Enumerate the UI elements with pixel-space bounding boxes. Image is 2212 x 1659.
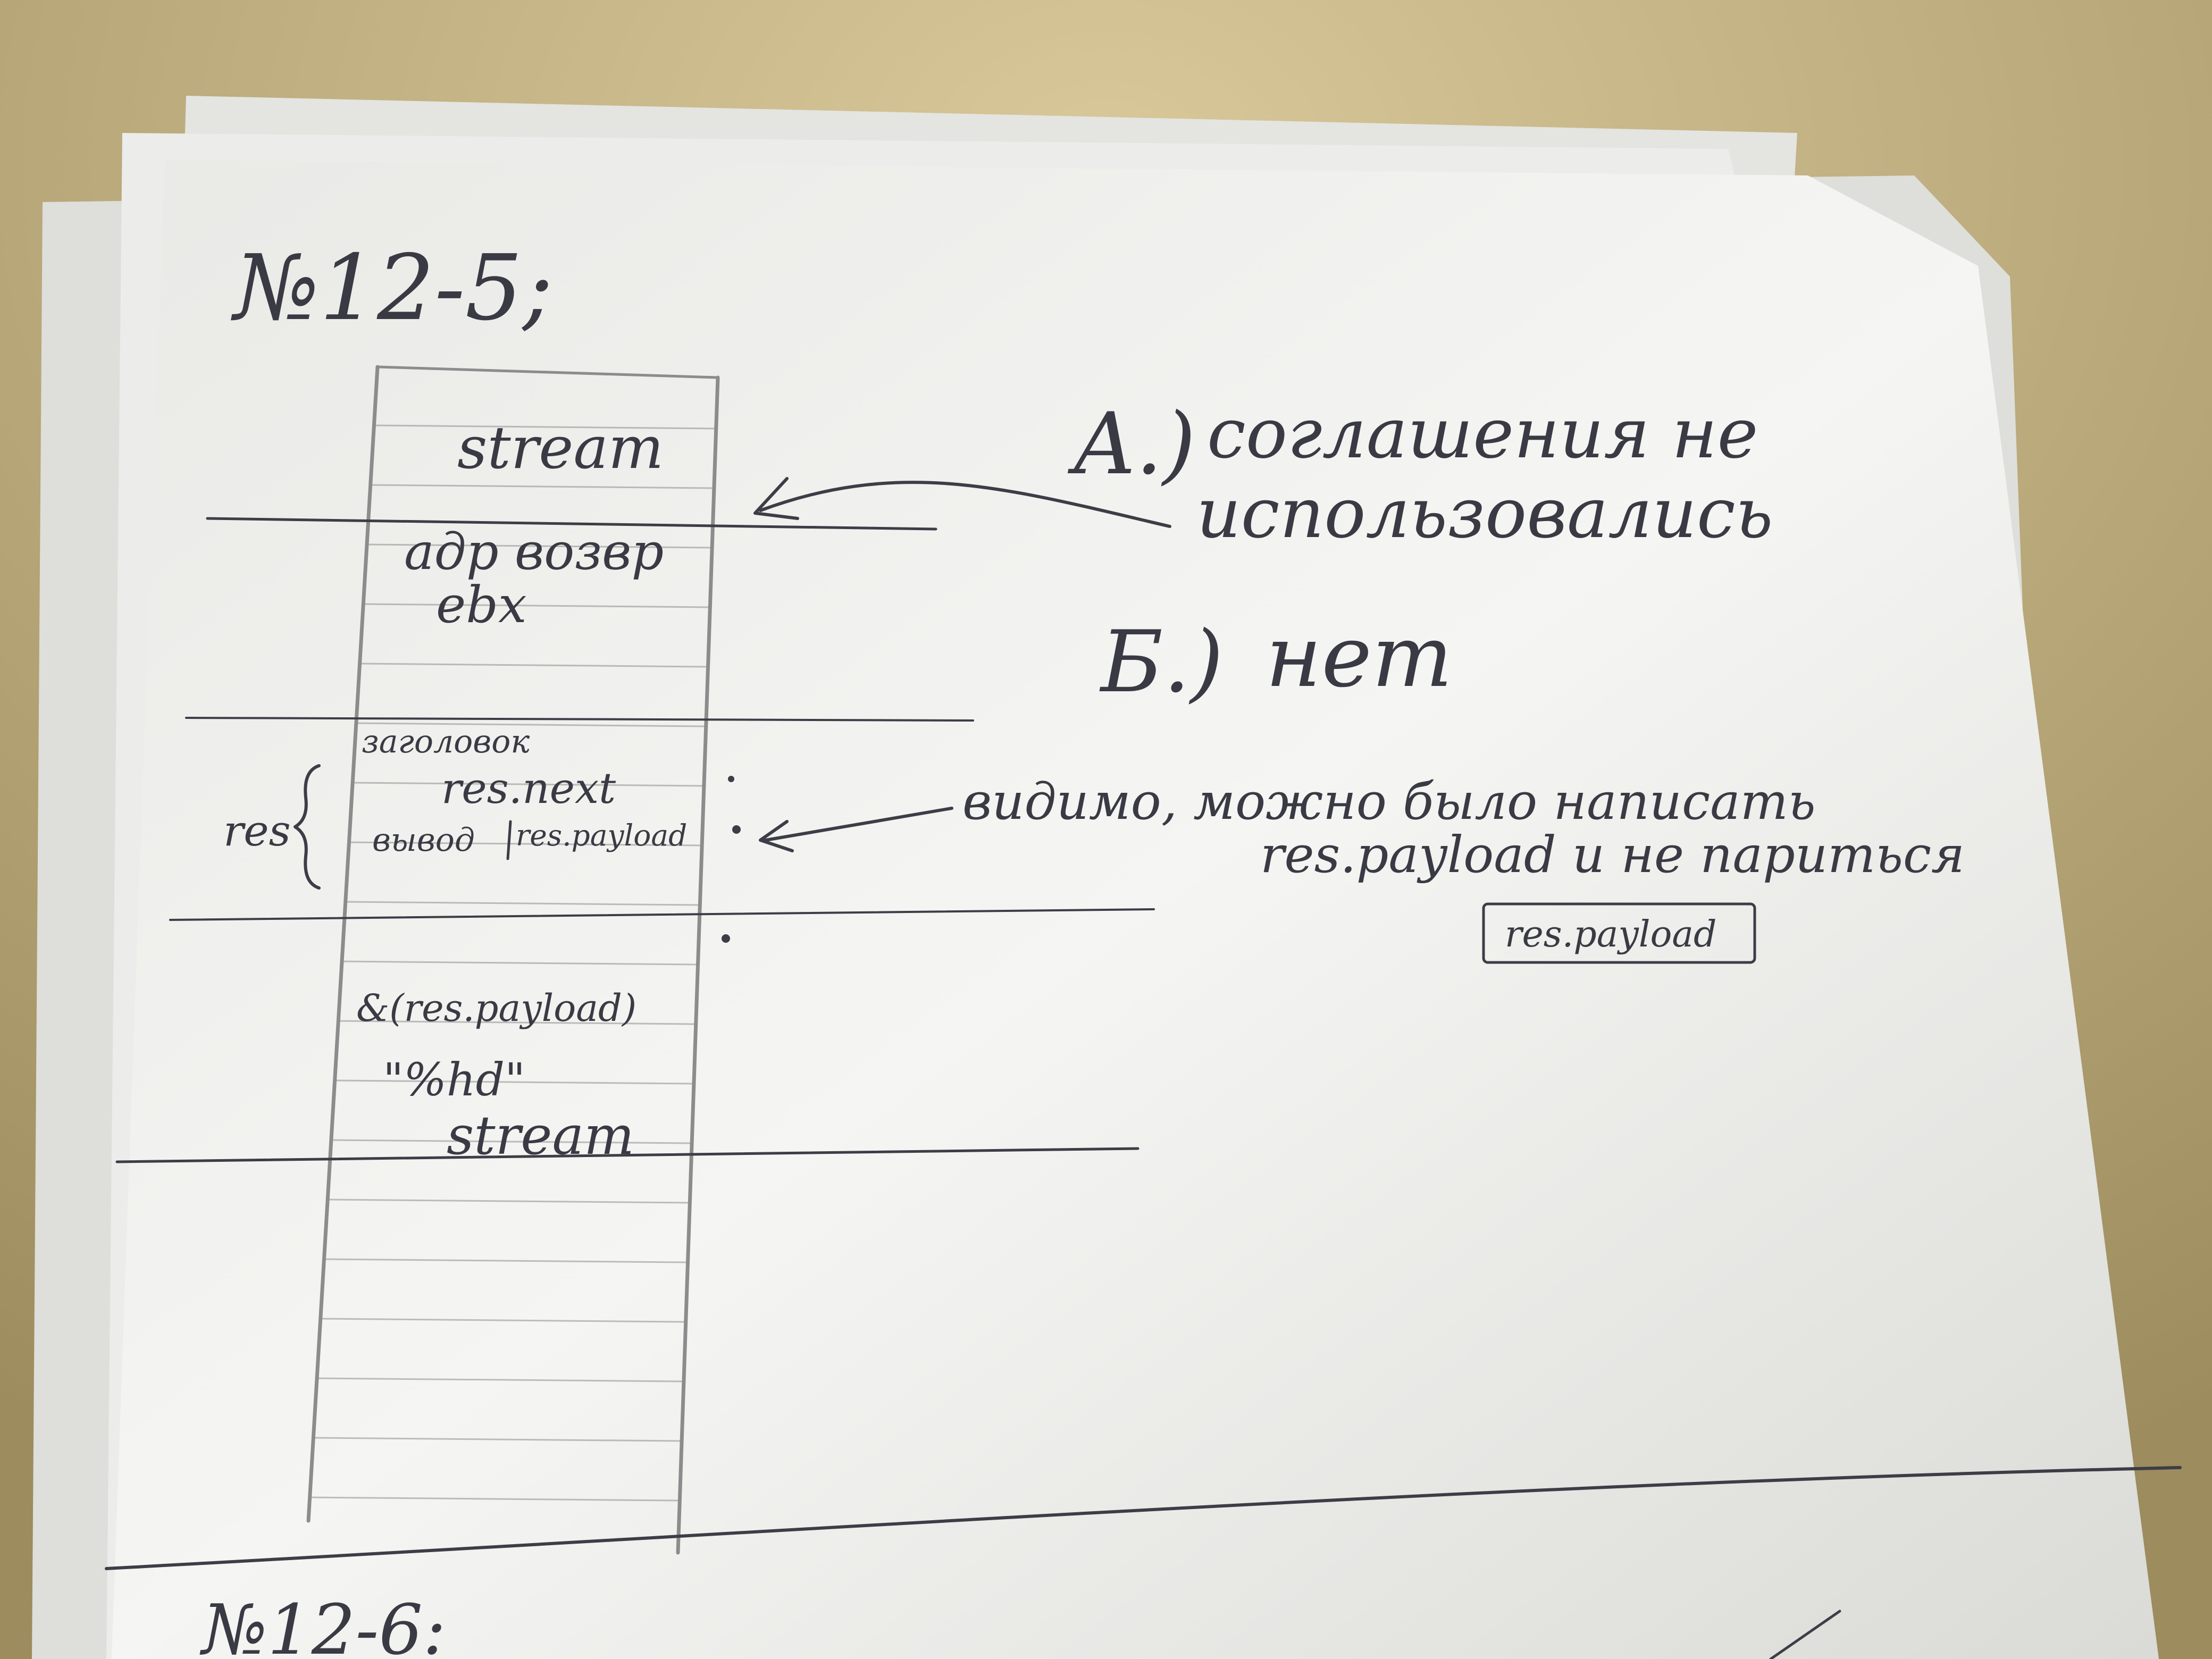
remark-line-2: res.payload и не париться xyxy=(1260,826,1965,884)
ruled-line xyxy=(345,901,700,906)
ruled-line xyxy=(326,1199,690,1204)
stack-cell-res-next: res.next xyxy=(441,764,616,813)
brace-icon xyxy=(294,764,321,890)
boxed-note-text: res.payload xyxy=(1505,914,1717,956)
stack-right-border xyxy=(676,375,720,1555)
stack-top-border xyxy=(376,365,719,379)
ruled-line xyxy=(316,1377,684,1382)
dot-marker-1 xyxy=(732,825,741,834)
answer-a-line-1: соглашения не xyxy=(1207,393,1758,474)
stack-cell-stream-bottom: stream xyxy=(447,1104,634,1167)
stack-cell-format-string: "%hd" xyxy=(383,1054,525,1107)
ruled-line xyxy=(348,841,702,847)
stack-cells: stream адр возвр ebx заголовок res.next … xyxy=(356,414,687,1167)
dot-marker-3 xyxy=(728,776,734,782)
bottom-separator xyxy=(105,1466,2182,1570)
ruled-line xyxy=(323,1258,688,1263)
ruled-line xyxy=(309,1496,680,1502)
frame-separator-3 xyxy=(169,908,1155,921)
ruled-line xyxy=(373,424,717,430)
answers: A.) соглашения не использовались Б.) нет xyxy=(1067,393,1773,711)
arrow-a-icon xyxy=(759,481,1171,528)
ruled-line xyxy=(355,722,707,727)
bottom-problem-number: №12-6: xyxy=(199,1589,446,1659)
arrow-remark-icon xyxy=(764,807,953,842)
ruled-line xyxy=(359,663,709,668)
ruled-line xyxy=(351,782,705,787)
frame-separator-2 xyxy=(185,717,974,722)
ruled-line xyxy=(320,1318,686,1323)
stack-cell-return-address: адр возвр xyxy=(404,523,664,581)
res-brace-group: res xyxy=(223,764,321,890)
stack-cell-address-of-payload: &(res.payload) xyxy=(356,986,636,1030)
frame-separator-4 xyxy=(115,1147,1139,1163)
answer-a-line-2: использовались xyxy=(1196,473,1773,554)
bottom-pen-stroke xyxy=(1769,1610,1841,1659)
ruled-line xyxy=(366,543,713,549)
stack-ruled-lines xyxy=(309,424,717,1502)
stack-cell-header: заголовок xyxy=(362,723,530,760)
ruled-line xyxy=(362,603,711,608)
stack-cell-ebx: ebx xyxy=(436,576,527,634)
ruled-line xyxy=(330,1139,692,1144)
answer-b-text: нет xyxy=(1266,607,1453,706)
stack-diagram xyxy=(115,365,1155,1555)
frame-separator-1 xyxy=(206,517,937,531)
stack-cell-stream-top: stream xyxy=(457,414,664,482)
remark-line-1: видимо, можно было написать xyxy=(962,773,1816,831)
answer-b-label: Б.) xyxy=(1099,612,1224,711)
ruled-line xyxy=(334,1079,694,1085)
boxed-note-frame xyxy=(1482,902,1756,964)
ruled-line xyxy=(370,484,715,489)
remark: видимо, можно было написать res.payload … xyxy=(962,773,1965,964)
dot-marker-2 xyxy=(722,934,730,943)
ruled-line xyxy=(341,960,698,966)
stack-cell-output: вывод xyxy=(372,822,475,859)
ruled-line xyxy=(312,1437,682,1442)
cell-divider xyxy=(506,820,512,860)
stack-cell-res-payload: res.payload xyxy=(516,818,687,852)
res-brace-label: res xyxy=(223,806,291,856)
answer-a-label: A.) xyxy=(1067,394,1196,493)
header-number: №12-5; xyxy=(231,236,553,341)
ruled-line xyxy=(337,1020,696,1025)
stack-left-border xyxy=(306,365,380,1523)
arrows xyxy=(722,477,1171,943)
